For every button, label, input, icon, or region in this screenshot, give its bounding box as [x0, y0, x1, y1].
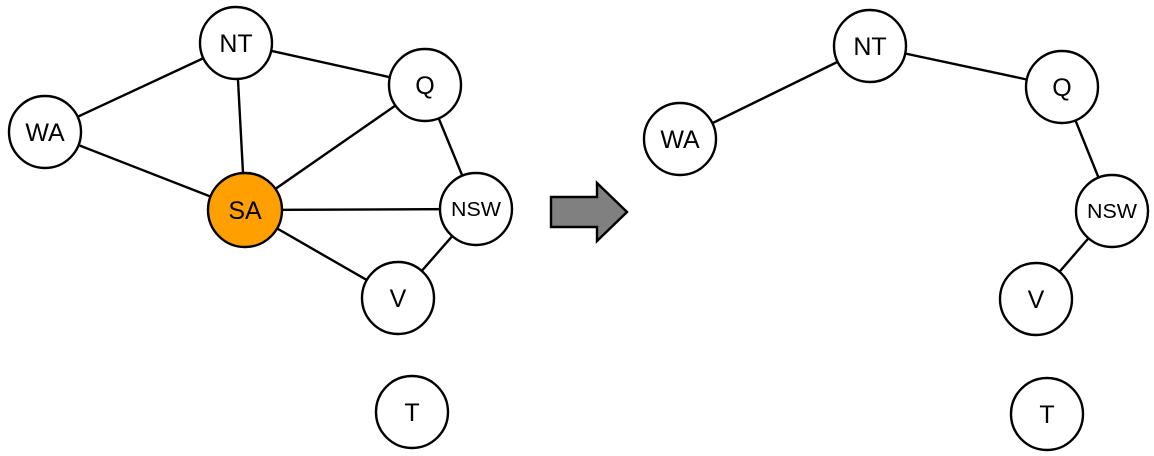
original-graph: WA NT Q SA NSW V T	[7, 5, 514, 450]
node-wa: WA	[642, 101, 718, 177]
node-t: T	[1009, 376, 1085, 452]
node-wa: WA	[7, 94, 83, 170]
node-label: WA	[25, 119, 65, 147]
node-circle	[206, 171, 284, 249]
node-circle	[387, 47, 463, 123]
node-circle	[438, 171, 514, 247]
node-circle	[832, 8, 908, 84]
node-label: V	[1028, 286, 1045, 314]
node-label: Q	[415, 72, 434, 100]
node-v: V	[360, 260, 436, 336]
node-nt: NT	[198, 5, 274, 81]
node-nt: NT	[832, 8, 908, 84]
node-circle	[1074, 173, 1150, 249]
node-nsw: NSW	[1074, 173, 1150, 249]
node-v: V	[998, 261, 1074, 337]
node-circle	[998, 261, 1074, 337]
original-graph-nodes: WA NT Q SA NSW V T	[7, 5, 514, 450]
node-label: NSW	[1087, 201, 1137, 223]
right-arrow-icon	[549, 180, 629, 244]
node-circle	[360, 260, 436, 336]
node-circle	[1009, 376, 1085, 452]
node-label: NSW	[451, 199, 501, 221]
node-label: T	[404, 399, 419, 427]
node-circle	[7, 94, 83, 170]
node-label: T	[1039, 401, 1054, 429]
node-sa: SA	[206, 171, 284, 249]
node-label: NT	[219, 30, 252, 58]
node-label: SA	[228, 197, 262, 225]
node-circle	[374, 374, 450, 450]
reduced-graph: WA NT Q NSW V T	[642, 8, 1150, 452]
reduced-graph-nodes: WA NT Q NSW V T	[642, 8, 1150, 452]
node-circle	[1024, 49, 1100, 125]
edge-sa-nsw	[243, 207, 478, 212]
node-nsw: NSW	[438, 171, 514, 247]
node-q: Q	[1024, 49, 1100, 125]
node-label: NT	[853, 33, 886, 61]
node-label: Q	[1052, 74, 1071, 102]
node-circle	[198, 5, 274, 81]
node-label: V	[390, 285, 407, 313]
node-t: T	[374, 374, 450, 450]
node-label: WA	[660, 126, 700, 154]
node-circle	[642, 101, 718, 177]
node-q: Q	[387, 47, 463, 123]
